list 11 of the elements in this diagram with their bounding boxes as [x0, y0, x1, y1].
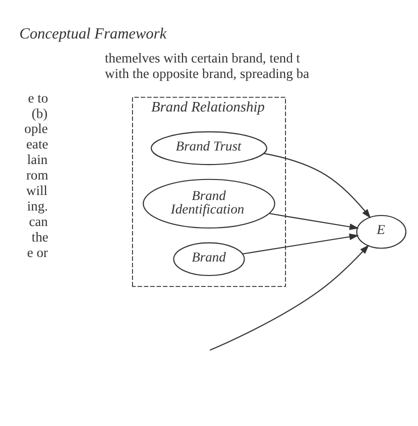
node-ellipse: Brand Identification	[142, 178, 276, 229]
node-ellipse: Brand Trust	[150, 131, 268, 166]
arrow	[242, 234, 359, 254]
arrow	[269, 212, 359, 230]
label: themelves with certain brand, tend t with the opposite brand, spreading ba	[104, 50, 310, 82]
node-ellipse: Brand	[173, 242, 245, 276]
diagram-title: Conceptual Framework	[19, 26, 166, 43]
node-ellipse: E	[356, 214, 406, 249]
arrow	[210, 244, 370, 351]
label: e to (b) ople eate lain rom will ing. can the e or	[24, 90, 48, 260]
arrow	[264, 152, 371, 218]
